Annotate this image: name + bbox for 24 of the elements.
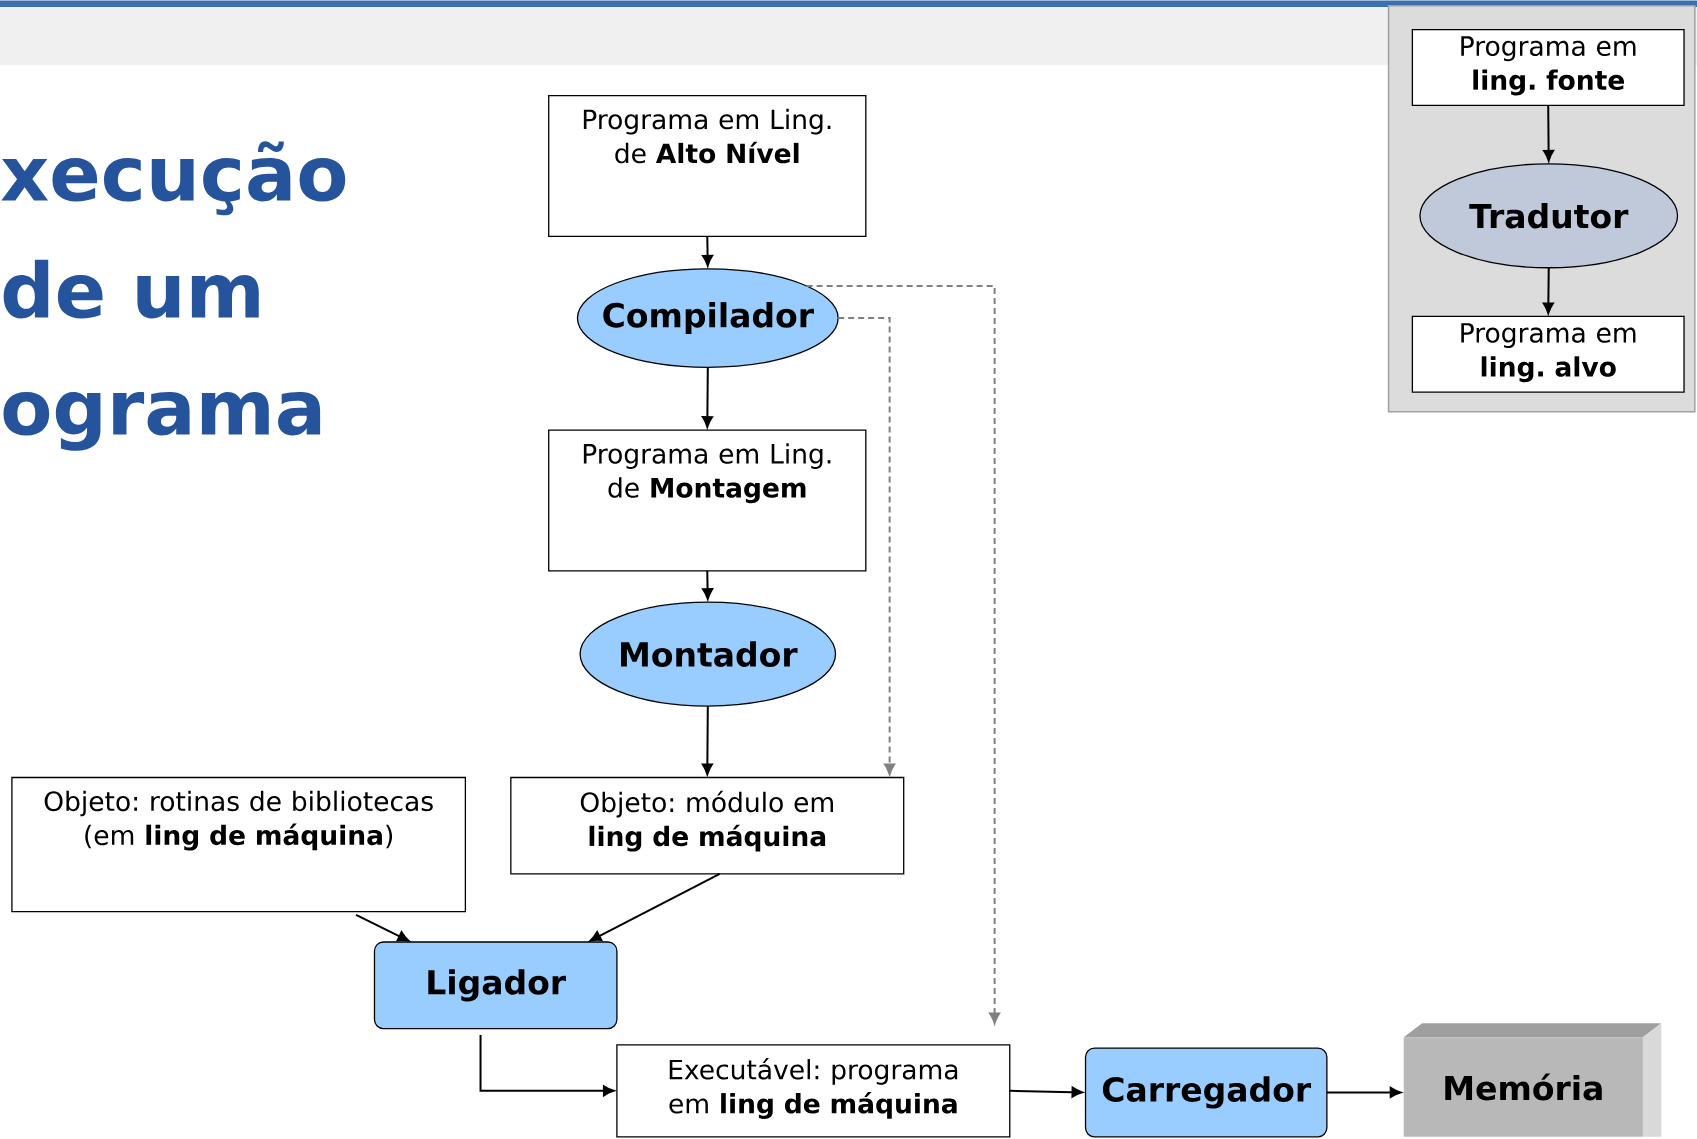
arrow [355,913,410,942]
title: xecução de um ograma [1,141,346,451]
document-box: Programa em ling. alvo [1411,315,1685,393]
arrow [1543,104,1555,162]
arrow [479,1034,615,1097]
document-box: Executável: programa em ling de máquina [616,1044,1011,1138]
document-box: Programa em Ling. de Montagem [548,429,867,572]
arrow [701,705,713,776]
arrow [589,872,721,942]
arrow [1325,1086,1402,1098]
process-box: Carregador [1084,1047,1328,1138]
document-box: Objeto: rotinas de bibliotecas (em ling de máquina) [11,776,467,913]
document-box: Objeto: módulo em ling de máquina [510,776,905,875]
process-box: Ligador [373,941,618,1030]
arrow [702,235,714,267]
memory-block: Memória [1403,1023,1662,1137]
dashed-arrow [805,284,1001,1025]
dashed-arrow [837,317,896,776]
document-box: Programa em Ling. de Alto Nível [548,95,867,237]
arrow [1008,1086,1084,1098]
document-box: Programa em ling. fonte [1411,29,1685,107]
arrow [701,366,713,428]
arrow [1542,266,1554,315]
arrow [702,569,714,600]
